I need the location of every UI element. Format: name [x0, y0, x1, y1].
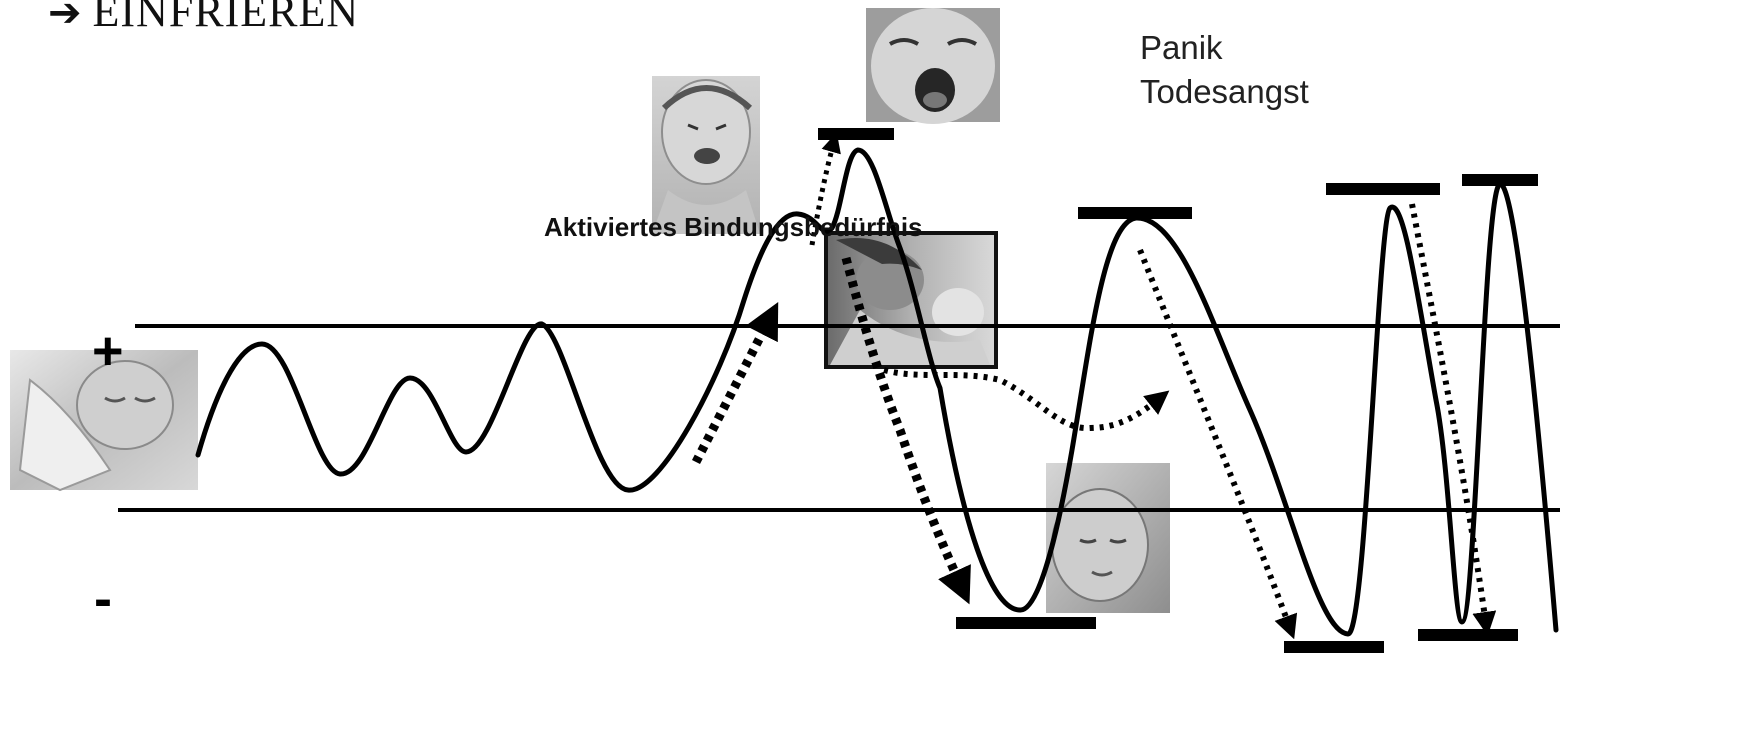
level-bar-peak-2 [1078, 207, 1192, 219]
screaming-baby-photo [866, 8, 1000, 124]
mother-and-baby-photo [826, 233, 996, 367]
todesangst-text: Todesangst [1140, 70, 1309, 114]
panic-label: Panik Todesangst [1140, 26, 1309, 114]
crying-baby-photo [652, 76, 760, 234]
level-bar-peak-4 [1462, 174, 1538, 186]
minus-sign: - [94, 568, 112, 630]
plus-sign: + [92, 320, 124, 382]
level-bar-trough-1 [956, 617, 1096, 629]
level-bar-trough-2 [1284, 641, 1384, 653]
level-bar-peak-1 [818, 128, 894, 140]
level-bar-peak-3 [1326, 183, 1440, 195]
dotted-arrow-fall-2 [1412, 204, 1486, 624]
panik-text: Panik [1140, 26, 1309, 70]
bindungsbeduerfnis-label: Aktiviertes Bindungsbedürfnis [544, 212, 923, 243]
dotted-arrow-to-recovery [884, 370, 1160, 428]
level-bar-trough-3 [1418, 629, 1518, 641]
